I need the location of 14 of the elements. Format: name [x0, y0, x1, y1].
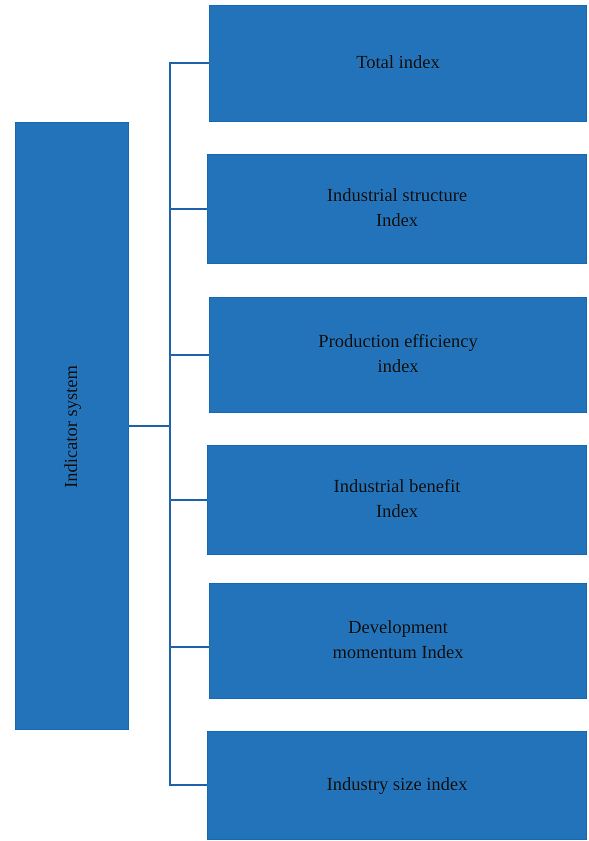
category-box: [207, 731, 587, 840]
category-box: [209, 583, 587, 699]
box-label: Indicator system: [60, 364, 82, 488]
box-label: Development momentum Index: [331, 617, 465, 665]
category-box: [207, 154, 587, 264]
box-label: Industrial benefit Index: [332, 476, 462, 524]
box-label: Industry size index: [326, 774, 468, 797]
category-box: [209, 297, 587, 413]
category-box: [207, 445, 587, 555]
box-label: Production efficiency index: [318, 331, 478, 379]
box-label: Industrial structure Index: [326, 185, 468, 233]
category-box: [209, 5, 587, 122]
category-box: [15, 122, 129, 730]
box-label: Total index: [356, 52, 440, 75]
